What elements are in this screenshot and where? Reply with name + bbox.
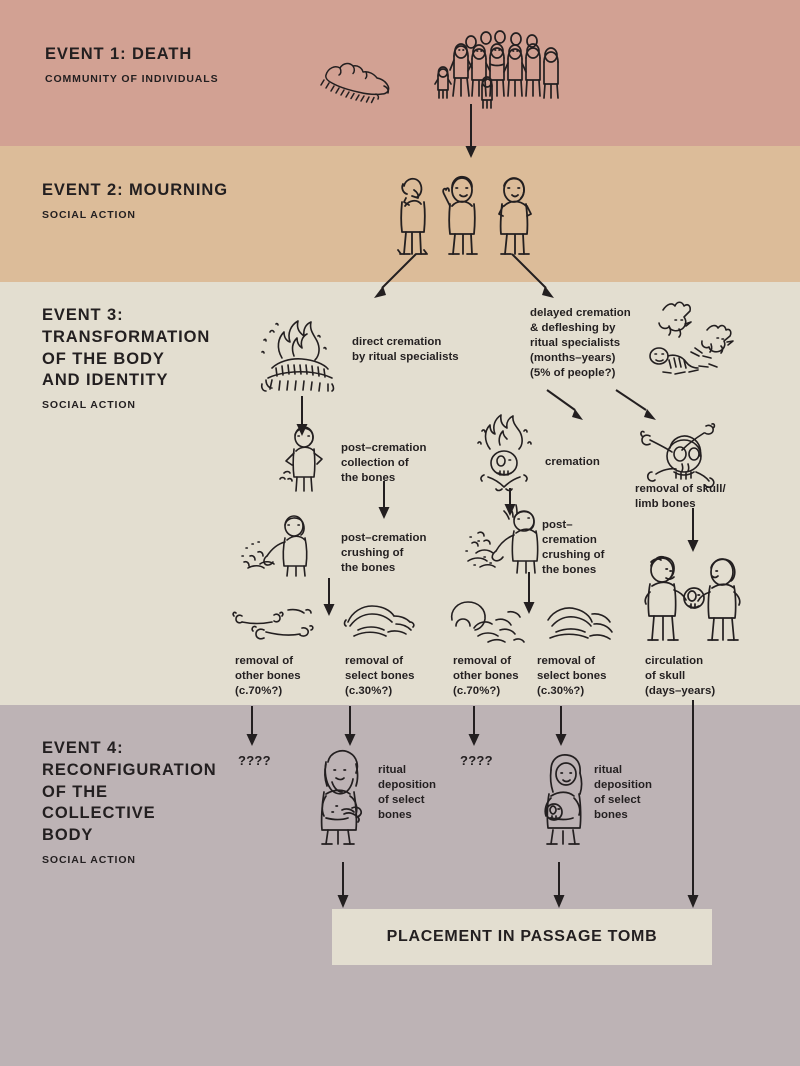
- scattered-long-bones-illustration: [232, 604, 322, 648]
- three-mourners-illustration: [392, 170, 548, 262]
- arrow-skull-removal-to-circulation: [686, 508, 700, 554]
- arrow-removal-other-left-to-unknown: [245, 706, 259, 748]
- skull-and-crossed-bones-illustration: [640, 420, 716, 489]
- arrow-crushing-mid-to-removal: [522, 572, 536, 616]
- burning-body-pyre-illustration: [248, 310, 352, 404]
- arrow-removal-select-left-to-deposition: [343, 706, 357, 748]
- heading-event-3: EVENT 3: TRANSFORMATION OF THE BODY AND …: [42, 305, 210, 411]
- label-removal-select-mid: removal of select bones (c.30%?): [537, 655, 607, 697]
- event-1-subtitle: COMMUNITY OF INDIVIDUALS: [45, 72, 219, 85]
- heading-event-2: EVENT 2: MOURNING SOCIAL ACTION: [42, 180, 228, 221]
- reclining-corpse-illustration: [316, 55, 394, 105]
- arrow-removal-other-mid-to-unknown: [467, 706, 481, 748]
- heading-event-4: EVENT 4: RECONFIGURATION OF THE COLLECTI…: [42, 738, 217, 866]
- event-3-subtitle: SOCIAL ACTION: [42, 399, 136, 412]
- arrow-cremation-to-crushing-mid: [503, 488, 517, 518]
- tomb-label: PLACEMENT IN PASSAGE TOMB: [386, 928, 658, 945]
- arrow-collection-to-crushing: [377, 481, 391, 521]
- skull-and-fragments-illustration: [448, 598, 526, 646]
- selected-bone-fragments-illustration: [343, 600, 418, 646]
- arrow-deposition-right-to-tomb: [552, 862, 566, 910]
- arrow-circulation-to-tomb: [686, 700, 700, 910]
- community-crowd-illustration: [424, 26, 569, 122]
- label-removal-skull-limb: removal of skull/ limb bones: [635, 483, 726, 510]
- bone-fragment-pile-illustration: [542, 600, 618, 646]
- arrow-mourning-to-direct-cremation: [372, 252, 418, 300]
- label-removal-other-left: removal of other bones (c.70%?): [235, 655, 301, 697]
- arrow-cremation-to-collection: [295, 396, 309, 438]
- event-4-title: EVENT 4: RECONFIGURATION OF THE COLLECTI…: [42, 739, 217, 845]
- label-post-cremation-crushing-mid: post– cremation crushing of the bones: [542, 519, 605, 576]
- band-event-4: [0, 705, 800, 1066]
- person-crushing-bones-illustration: [238, 512, 336, 578]
- arrow-mourning-to-delayed-cremation: [510, 252, 556, 300]
- arrow-deposition-left-to-tomb: [336, 862, 350, 910]
- label-unknown-mid: ????: [460, 753, 493, 768]
- event-2-title: EVENT 2: MOURNING: [42, 181, 228, 199]
- two-people-exchanging-skull-illustration: [636, 552, 748, 650]
- label-delayed-cremation: delayed cremation & defleshing by ritual…: [530, 307, 631, 379]
- label-removal-select-left: removal of select bones (c.30%?): [345, 655, 415, 697]
- bearded-person-holding-bones-illustration: [312, 748, 378, 846]
- placement-in-passage-tomb-banner: PLACEMENT IN PASSAGE TOMB: [332, 909, 712, 965]
- band-event-1: [0, 0, 800, 146]
- birds-defleshing-corpse-illustration: [645, 300, 765, 388]
- event-2-subtitle: SOCIAL ACTION: [42, 208, 136, 221]
- label-unknown-left: ????: [238, 753, 271, 768]
- label-removal-other-mid: removal of other bones (c.70%?): [453, 655, 519, 697]
- arrow-death-to-mourning: [464, 104, 478, 160]
- person-holding-skull-illustration: [539, 752, 599, 846]
- event-4-subtitle: SOCIAL ACTION: [42, 853, 136, 866]
- burning-skull-pyre-illustration: [470, 414, 542, 492]
- heading-event-1: EVENT 1: DEATH COMMUNITY OF INDIVIDUALS: [45, 44, 218, 85]
- arrow-delayed-to-cremation: [545, 388, 589, 422]
- label-post-cremation-crushing-left: post–cremation crushing of the bones: [341, 532, 427, 574]
- arrow-crushing-to-removal-left: [322, 578, 336, 618]
- arrow-removal-select-mid-to-deposition: [554, 706, 568, 748]
- person-crushing-bones-mid-illustration: [462, 504, 558, 575]
- arrow-delayed-to-skull-removal: [614, 388, 662, 422]
- label-cremation: cremation: [545, 456, 600, 468]
- label-circulation-skull: circulation of skull (days–years): [645, 655, 716, 697]
- label-direct-cremation: direct cremation by ritual specialists: [352, 336, 459, 363]
- label-ritual-deposition-right: ritual deposition of select bones: [594, 764, 653, 821]
- event-3-title: EVENT 3: TRANSFORMATION OF THE BODY AND …: [42, 306, 211, 390]
- label-post-cremation-collection: post–cremation collection of the bones: [341, 442, 427, 484]
- band-event-2: [0, 146, 800, 282]
- label-ritual-deposition-left: ritual deposition of select bones: [378, 764, 437, 821]
- event-1-title: EVENT 1: DEATH: [45, 45, 193, 63]
